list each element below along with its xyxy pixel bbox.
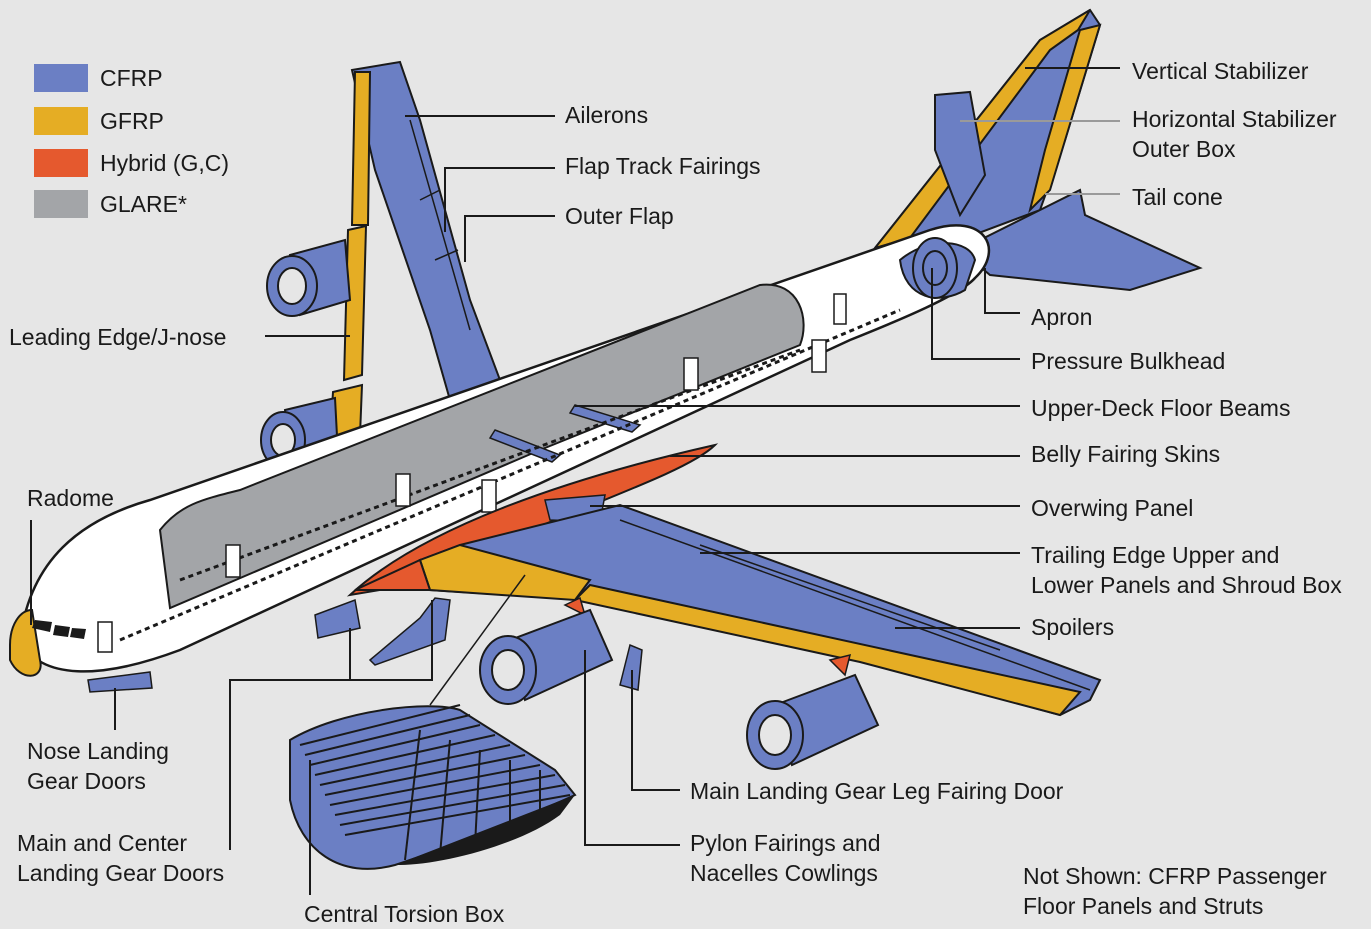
note-not-shown-line2: Floor Panels and Struts (1023, 893, 1264, 919)
main-gear-door-2 (368, 597, 451, 666)
label-spoilers: Spoilers (1031, 614, 1115, 640)
label-main-gear-leg-fairing-door: Main Landing Gear Leg Fairing Door (690, 778, 1064, 804)
legend-swatch-cfrp (34, 64, 88, 92)
label-nose-landing-gear-doors: Nose Landing (27, 738, 169, 764)
legend-label-glare: GLARE* (100, 191, 187, 217)
label-ailerons: Ailerons (565, 102, 649, 128)
near-engine-outer (746, 673, 880, 770)
label-leading-edge: Leading Edge/J-nose (9, 324, 227, 350)
central-torsion-box (289, 704, 577, 870)
legend-label-hybrid: Hybrid (G,C) (100, 150, 230, 176)
label-horizontal-stabilizer-outer-box: Outer Box (1132, 136, 1236, 162)
legend-swatch-hybrid (34, 149, 88, 177)
label-outer-flap: Outer Flap (565, 203, 674, 229)
label-flap-track-fairings: Flap Track Fairings (565, 153, 761, 179)
leader-lines (30, 67, 1120, 895)
label-radome: Radome (27, 485, 114, 511)
far-engine-upper (266, 238, 352, 317)
note-not-shown: Not Shown: CFRP Passenger (1023, 863, 1327, 889)
label-main-center-gear-doors-line2: Landing Gear Doors (17, 860, 225, 886)
far-wing (328, 60, 502, 442)
label-nacelles-cowlings: Nacelles Cowlings (690, 860, 878, 886)
label-tail-cone: Tail cone (1132, 184, 1223, 210)
label-central-torsion-box: Central Torsion Box (304, 901, 505, 927)
label-main-center-gear-doors: Main and Center (17, 830, 188, 856)
horizontal-stabilizer (958, 188, 1203, 292)
near-engine-inner (479, 608, 614, 705)
label-trailing-edge: Trailing Edge Upper and (1031, 542, 1280, 568)
legend-label-gfrp: GFRP (100, 108, 164, 134)
legend-swatch-gfrp (34, 107, 88, 135)
label-pylon-fairings: Pylon Fairings and (690, 830, 881, 856)
label-pressure-bulkhead: Pressure Bulkhead (1031, 348, 1226, 374)
vertical-stabilizer (872, 8, 1102, 250)
label-nose-landing-gear-doors-line2: Gear Doors (27, 768, 146, 794)
nose-gear-door (87, 671, 153, 693)
label-trailing-edge-line2: Lower Panels and Shroud Box (1031, 572, 1342, 598)
legend-swatch-glare (34, 190, 88, 218)
label-upper-deck-floor-beams: Upper-Deck Floor Beams (1031, 395, 1291, 421)
label-overwing-panel: Overwing Panel (1031, 495, 1194, 521)
label-apron: Apron (1031, 304, 1093, 330)
main-gear-door-1 (314, 598, 361, 639)
label-vertical-stabilizer: Vertical Stabilizer (1132, 58, 1309, 84)
label-horizontal-stabilizer: Horizontal Stabilizer (1132, 106, 1337, 132)
label-belly-fairing-skins: Belly Fairing Skins (1031, 441, 1221, 467)
near-wing (354, 503, 1102, 717)
legend-label-cfrp: CFRP (100, 65, 163, 91)
